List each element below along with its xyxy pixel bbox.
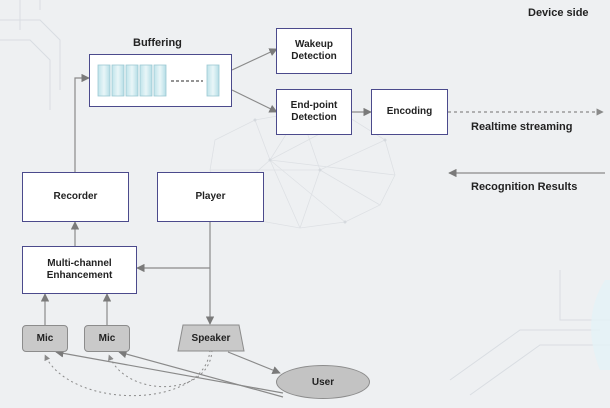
recognition-results-label: Recognition Results (471, 181, 578, 193)
mic-1: Mic (22, 325, 68, 352)
endpoint-detection-box: End-point Detection (276, 89, 352, 135)
arrow-recorder-buffer (74, 73, 90, 172)
buffering-box (89, 54, 232, 107)
echo-speaker-mic1 (44, 349, 211, 397)
buffer-frame (139, 64, 152, 96)
wakeup-detection-box: Wakeup Detection (276, 28, 352, 74)
player-box: Player (157, 172, 264, 222)
arrow-buffer-endpoint (231, 89, 278, 113)
realtime-streaming-label: Realtime streaming (471, 121, 573, 133)
buffer-frames (97, 64, 219, 96)
buffer-frame (97, 64, 110, 96)
mic-2: Mic (84, 325, 130, 352)
recorder-box: Recorder (22, 172, 129, 222)
user-ellipse: User (276, 365, 370, 399)
arrow-user-mic2 (118, 349, 284, 398)
echo-speaker-mic2 (108, 349, 213, 388)
speaker-label: Speaker (191, 332, 231, 344)
device-side-label: Device side (528, 7, 589, 19)
arrow-speaker-user (227, 351, 281, 375)
speaker-shape (177, 324, 245, 352)
buffer-frame (206, 64, 219, 96)
encoding-box: Encoding (371, 89, 448, 135)
arrow-buffer-wakeup (231, 48, 278, 71)
buffer-frame (153, 64, 166, 96)
buffer-frame (111, 64, 124, 96)
buffering-title: Buffering (133, 37, 182, 49)
multichannel-enhancement-box: Multi-channel Enhancement (22, 246, 137, 294)
buffer-frame (125, 64, 138, 96)
